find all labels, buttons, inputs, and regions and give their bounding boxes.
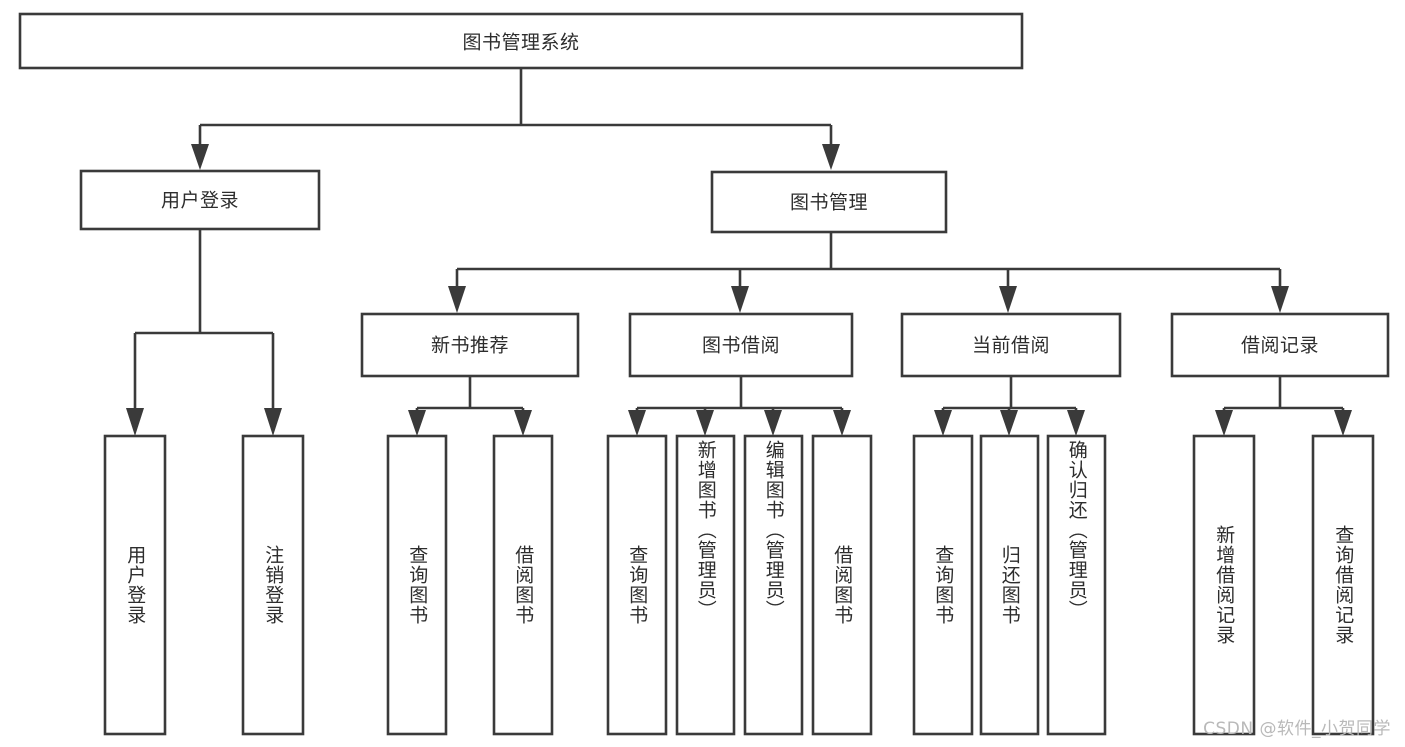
node-user-login-label: 用户登录 (161, 190, 239, 212)
connector-bookmanage-to-level3 (448, 232, 1289, 313)
leaf-box[interactable] (386, 434, 448, 736)
leaf-box[interactable] (675, 434, 736, 736)
node-user-login[interactable]: 用户登录 (79, 169, 321, 231)
node-current-borrow-label: 当前借阅 (972, 335, 1050, 357)
connector-currentborrow-to-leaves (934, 376, 1085, 436)
leaf-box[interactable] (743, 434, 804, 736)
connector-borrowrecord-to-leaves (1215, 376, 1352, 436)
node-book-borrow-label: 图书借阅 (702, 335, 780, 357)
connector-userlogin-to-leaves (126, 229, 282, 436)
node-book-manage-label: 图书管理 (790, 192, 868, 214)
node-root-label: 图书管理系统 (462, 32, 579, 54)
connector-root-to-level2 (191, 68, 840, 170)
node-new-book-recommend-label: 新书推荐 (431, 335, 509, 357)
leaf-box[interactable] (492, 434, 554, 736)
leaf-box[interactable] (979, 434, 1040, 736)
node-borrow-record-label: 借阅记录 (1241, 335, 1319, 357)
leaf-box[interactable] (103, 434, 167, 736)
node-borrow-record[interactable]: 借阅记录 (1170, 312, 1390, 378)
leaf-box[interactable] (811, 434, 873, 736)
connector-bookborrow-to-leaves (628, 376, 851, 436)
leaf-box[interactable] (1192, 434, 1256, 736)
node-root[interactable]: 图书管理系统 (18, 12, 1024, 70)
leaf-box[interactable] (606, 434, 668, 736)
leaf-box[interactable] (912, 434, 974, 736)
leaf-boxes (103, 434, 1375, 736)
leaf-box[interactable] (1311, 434, 1375, 736)
node-book-borrow[interactable]: 图书借阅 (628, 312, 854, 378)
node-new-book-recommend[interactable]: 新书推荐 (360, 312, 580, 378)
node-book-manage[interactable]: 图书管理 (710, 170, 948, 234)
leaf-box[interactable] (1046, 434, 1107, 736)
node-current-borrow[interactable]: 当前借阅 (900, 312, 1122, 378)
leaf-box[interactable] (241, 434, 305, 736)
connector-newbook-to-leaves (408, 376, 532, 436)
